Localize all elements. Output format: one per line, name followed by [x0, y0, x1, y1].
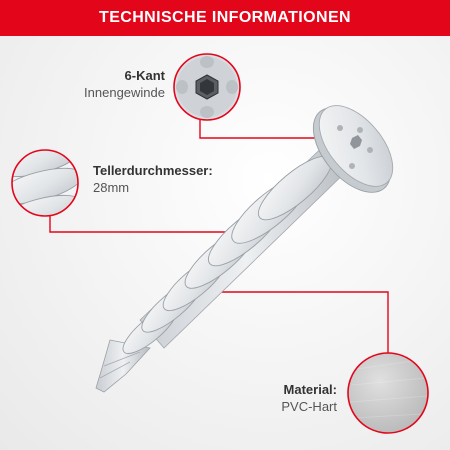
material-swatch-icon: [347, 352, 429, 434]
leader-line-diameter: [49, 216, 259, 233]
thread-detail-icon: [11, 149, 79, 217]
callout-diameter: Tellerdurchmesser: 28mm: [93, 163, 213, 197]
page-title: TECHNISCHE INFORMATIONEN: [99, 9, 351, 26]
callout-title: Tellerdurchmesser:: [93, 163, 213, 178]
callout-value: Innengewinde: [84, 84, 165, 100]
callout-hex-socket: 6-Kant Innengewinde: [84, 68, 165, 102]
callout-value: 28mm: [93, 179, 130, 195]
hex-socket-icon: [173, 53, 241, 121]
callout-title: 6-Kant: [124, 68, 165, 83]
callout-material: Material: PVC-Hart: [281, 382, 337, 416]
screw-tip: [95, 339, 151, 393]
screw-head: [312, 105, 394, 193]
leader-line-material: [205, 291, 389, 353]
callout-value: PVC-Hart: [281, 398, 337, 414]
screw-threads: [122, 155, 332, 354]
callout-title: Material:: [283, 382, 337, 397]
header-banner: TECHNISCHE INFORMATIONEN: [0, 0, 450, 36]
